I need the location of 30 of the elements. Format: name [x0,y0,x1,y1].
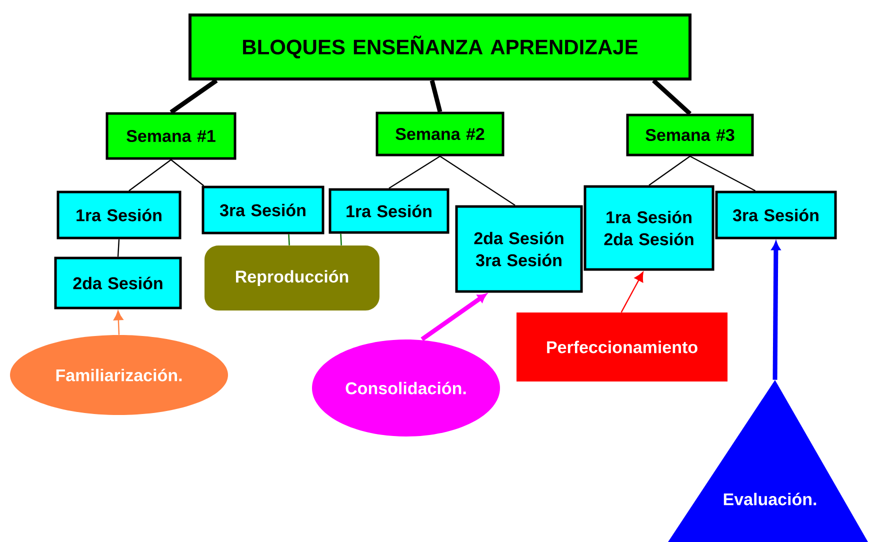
week-box: Semana #1 [106,112,236,160]
connector-line [128,159,172,192]
week-box: Semana #2 [376,112,504,156]
connector-line [288,234,290,246]
connector-line [690,156,756,192]
connector-line [340,234,342,246]
stage-box: Reproducción [204,246,380,310]
arrow [620,272,644,313]
arrow [420,294,487,342]
session-box: 3ra Sesión [202,186,324,234]
connector-line [430,80,442,112]
session-box: 1ra Sesión 2da Sesión [584,185,714,271]
connector-line [117,239,120,257]
connector-line [388,156,440,189]
week-box: Semana #3 [626,114,754,156]
connector-line [652,78,692,116]
stage-triangle: Evaluación. [668,380,868,542]
arrow [772,242,780,380]
arrow [114,310,124,335]
session-box: 2da Sesión 3ra Sesión [455,205,583,293]
session-box: 2da Sesión [54,256,182,310]
session-box: 1ra Sesión [56,190,182,240]
session-box: 1ra Sesión [328,188,450,234]
connector-line [170,78,218,114]
title-box: BLOQUES ENSEÑANZA APRENDIZAJE [188,14,692,80]
session-box: 3ra Sesión [715,190,837,240]
connector-line [440,156,516,206]
connector-line [648,156,690,186]
connector-line [170,159,204,186]
stage-box: Perfeccionamiento [516,312,728,382]
